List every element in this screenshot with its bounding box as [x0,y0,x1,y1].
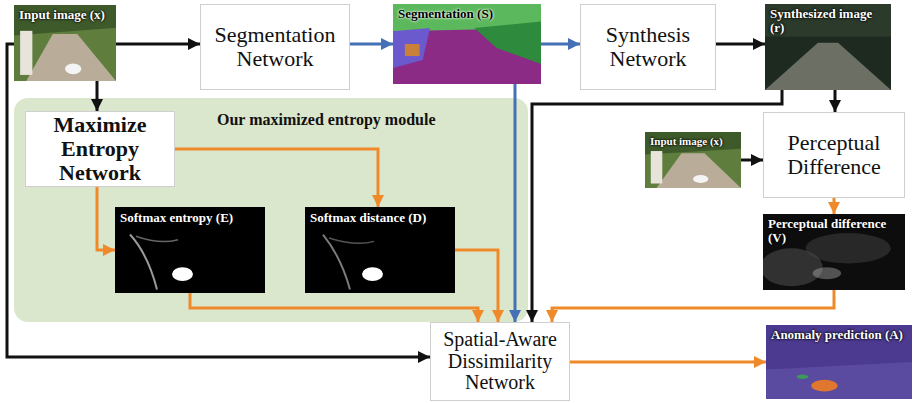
flow-arrow [716,43,765,46]
illustration-shape [65,64,81,75]
image-panel: Perceptual difference (V) [763,214,905,290]
illustration-shape [797,375,809,379]
illustration-shape [766,325,912,399]
illustration-shape [474,22,541,64]
flow-arrow [541,43,580,46]
panel-title: Perceptual difference (V) [768,217,900,246]
illustration-shape [136,236,178,241]
flow-arrow [833,198,836,214]
process-box: Perceptual Difference [763,112,905,198]
flow-arrow [350,43,393,46]
illustration-shape [645,132,741,188]
illustration-shape [651,151,663,183]
image-panel: Softmax entropy (E) [115,207,265,293]
image-panel: Synthesized image (r) [765,4,891,90]
illustration-shape [766,362,912,399]
image-panel: Input image (x) [645,132,741,188]
panel-title: Input image (x) [650,135,736,147]
process-box: Maximize Entropy Network [25,111,175,187]
process-box: Segmentation Network [200,4,350,90]
module-band-fill [14,98,528,322]
illustration-shape [393,28,430,68]
illustration-shape [813,267,841,279]
flow-arrow [532,90,782,322]
illustration-shape [765,43,891,90]
flow-arrow [552,290,834,322]
illustration-shape [657,153,741,188]
panel-title: Anomaly prediction (A) [771,328,907,342]
illustration-shape [765,4,891,37]
box-label: Segmentation Network [207,23,343,71]
image-panel: Anomaly prediction (A) [766,325,912,399]
flow-arrow [741,159,763,162]
flow-arrow [96,81,99,111]
image-panel: Softmax distance (D) [305,207,455,293]
illustration-shape [329,238,374,243]
flow-arrow [570,361,766,364]
illustration-shape [115,207,265,293]
flow-arrow [834,90,837,112]
process-box: Spatial-Aware Dissimilarity Network [430,322,570,401]
flow-arrow [455,250,498,322]
image-panel: Input image (x) [14,5,116,81]
illustration-shape [393,4,541,84]
box-label: Maximize Entropy Network [32,113,168,184]
image-panel: Segmentation (S) [393,4,541,84]
band-title: Our maximized entropy module [217,111,436,129]
module-band: Our maximized entropy module Maximize Ent… [14,98,528,322]
illustration-shape [645,132,741,154]
panel-title: Segmentation (S) [398,7,536,21]
illustration-shape [693,175,708,183]
box-label: Synthesis Network [587,23,709,71]
flow-arrow [190,293,478,322]
illustration-shape [20,31,32,75]
illustration-shape [765,4,891,90]
illustration-shape [362,267,383,281]
panel-title: Softmax distance (D) [310,211,426,225]
box-label: Perceptual Difference [770,131,898,179]
panel-title: Input image (x) [19,8,111,22]
illustration-shape [26,34,116,81]
flow-arrow [116,43,200,46]
process-box: Synthesis Network [580,4,716,90]
illustration-shape [811,380,837,392]
flow-arrow [7,44,430,357]
panel-title: Synthesized image (r) [770,7,886,36]
illustration-shape [806,233,891,263]
flow-arrow [514,84,517,322]
flow-arrow [97,187,115,250]
illustration-shape [405,44,420,56]
illustration-shape [130,235,157,290]
panel-title: Softmax entropy (E) [120,211,233,225]
illustration-shape [172,267,193,281]
box-label: Spatial-Aware Dissimilarity Network [437,329,563,394]
illustration-shape [14,5,116,81]
flow-arrow [175,149,378,207]
illustration-shape [305,207,455,293]
